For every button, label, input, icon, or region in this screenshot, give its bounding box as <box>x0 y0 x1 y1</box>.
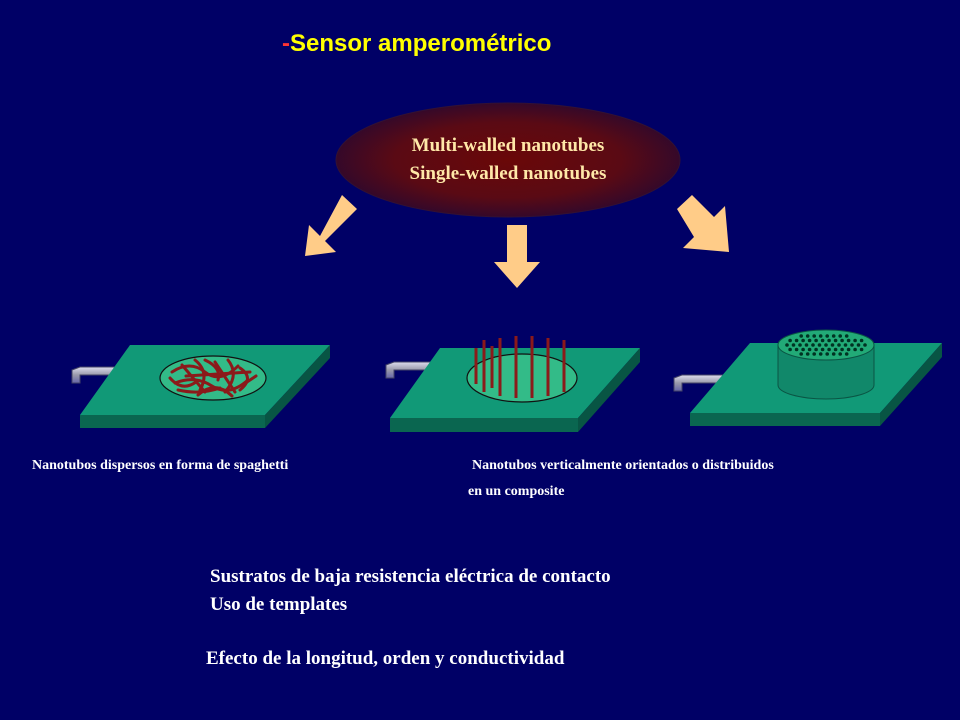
composite-dot <box>817 343 822 347</box>
composite-dot <box>785 343 789 347</box>
composite-dot <box>820 347 825 352</box>
composite-dot <box>850 343 854 347</box>
vertical-nanotubes <box>474 336 566 398</box>
title-text: Sensor amperométrico <box>290 30 552 57</box>
composite-dot <box>840 347 844 352</box>
composite-dot <box>788 338 792 343</box>
source-label: Multi-walled nanotubes Single-walled nan… <box>338 132 678 188</box>
point-2: Uso de templates <box>210 594 348 615</box>
spaghetti-nanotubes <box>168 358 258 398</box>
composite-dots <box>785 334 867 356</box>
composite-dot <box>837 343 841 347</box>
composite-dot <box>814 347 818 352</box>
platform-side <box>578 348 640 432</box>
composite-dot <box>807 347 812 352</box>
composite-dot <box>833 347 838 352</box>
composite-dot <box>799 334 803 338</box>
source-ellipse <box>335 102 681 218</box>
platform-front <box>690 413 880 426</box>
composite-dot <box>853 338 857 343</box>
composite-dot <box>844 352 849 356</box>
electrode-disc <box>159 355 267 401</box>
composite-dot <box>859 347 864 352</box>
composite-dot <box>805 352 810 356</box>
composite-dot <box>794 338 799 343</box>
composite-dot <box>840 338 844 343</box>
platform-vertical <box>385 336 640 432</box>
composite-dot <box>846 347 851 352</box>
caption-right-line-1: Nanotubos verticalmente orientados o dis… <box>472 458 774 473</box>
composite-dot <box>859 338 864 343</box>
composite-dot <box>856 343 861 347</box>
composite-dot <box>794 347 799 352</box>
composite-dot <box>838 352 842 356</box>
composite-dot <box>863 343 867 347</box>
composite-dot <box>788 347 792 352</box>
composite-dot <box>812 352 816 356</box>
slide-title: -Sensor amperométrico <box>282 30 551 58</box>
composite-dot <box>833 338 838 343</box>
composite-dot <box>827 347 831 352</box>
platform-front <box>80 415 265 428</box>
composite-dot <box>805 334 810 338</box>
composite-dot <box>853 347 857 352</box>
title-dash: - <box>282 30 290 57</box>
composite-dot <box>812 334 816 338</box>
point-1: Sustratos de baja resistencia eléctrica … <box>210 566 611 587</box>
composite-dot <box>825 334 829 338</box>
point-3: Efecto de la longitud, orden y conductiv… <box>206 648 565 669</box>
composite-dot <box>844 334 849 338</box>
caption-right-line-2: en un composite <box>468 484 565 499</box>
composite-dot <box>831 352 836 356</box>
composite-dot <box>811 343 815 347</box>
composite-dot <box>801 338 805 343</box>
caption-left: Nanotubos dispersos en forma de spaghett… <box>32 458 289 473</box>
composite-dot <box>791 343 796 347</box>
arrow-left <box>305 195 357 256</box>
composite-dot <box>818 334 823 338</box>
composite-dot <box>807 338 812 343</box>
composite-dot <box>827 338 831 343</box>
composite-dot <box>838 334 842 338</box>
composite-dot <box>798 343 802 347</box>
composite-dot <box>814 338 818 343</box>
arrow-center <box>494 225 540 288</box>
composite-dot <box>831 334 836 338</box>
composite-dot <box>825 352 829 356</box>
composite-dot <box>846 338 851 343</box>
platform-front <box>390 418 578 432</box>
composite-dot <box>824 343 828 347</box>
platform-side <box>880 343 942 426</box>
arrow-right <box>677 195 729 252</box>
composite-dot <box>804 343 809 347</box>
platform-composite <box>673 329 942 426</box>
source-line-2: Single-walled nanotubes <box>409 163 607 184</box>
platform-side <box>265 345 330 428</box>
composite-dot <box>801 347 805 352</box>
composite-dot <box>830 343 835 347</box>
composite-dot <box>799 352 803 356</box>
composite-dot <box>820 338 825 343</box>
composite-dot <box>843 343 848 347</box>
source-line-1: Multi-walled nanotubes <box>411 135 605 156</box>
composite-dot <box>818 352 823 356</box>
platform-spaghetti <box>71 345 330 428</box>
